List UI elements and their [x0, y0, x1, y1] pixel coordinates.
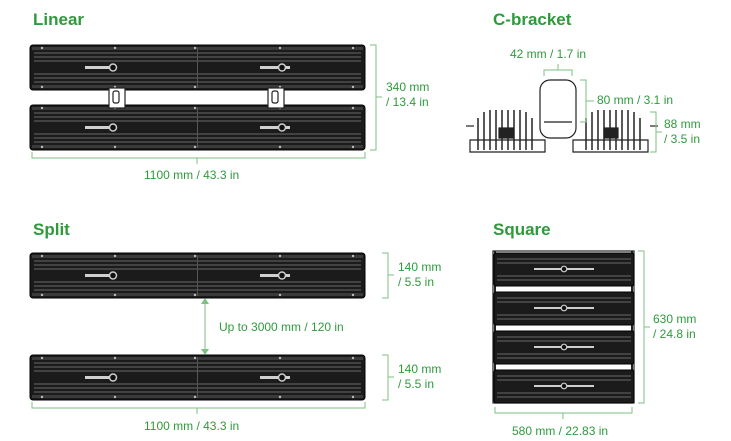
linear-width-label: 1100 mm / 43.3 in: [144, 168, 240, 182]
cbracket-drawing: [466, 79, 658, 153]
square-bar-1: [493, 252, 635, 287]
linear-bar-top: [29, 44, 366, 91]
cbracket-title: C-bracket: [493, 10, 572, 29]
square-bar-2: [493, 291, 635, 326]
square-height-label: 630 mm / 24.8 in: [653, 312, 697, 341]
split-gap-arrows: [201, 298, 209, 355]
linear-height-label: 340 mm / 13.4 in: [386, 80, 430, 109]
square-dimension-lines: [494, 250, 650, 419]
split-bar-top: [29, 252, 366, 299]
cbracket-dimension-lines: [543, 64, 662, 153]
square-drawing: [492, 250, 635, 404]
split-top-height-label: 140 mm / 5.5 in: [398, 260, 442, 289]
square-bar-4: [493, 369, 635, 404]
linear-brackets: [108, 87, 285, 109]
square-width-label: 580 mm / 22.83 in: [512, 424, 609, 438]
split-title: Split: [33, 220, 70, 239]
split-bar-bottom: [29, 354, 366, 401]
cbracket-height-label: 88 mm / 3.5 in: [664, 117, 701, 146]
linear-title: Linear: [33, 10, 85, 29]
linear-dimension-lines: [31, 44, 382, 164]
split-width-label: 1100 mm / 43.3 in: [144, 419, 240, 433]
linear-bar-bottom: [29, 104, 366, 151]
cbracket-right-label: 80 mm / 3.1 in: [597, 93, 674, 107]
square-title: Square: [493, 220, 551, 239]
split-gap-label: Up to 3000 mm / 120 in: [219, 320, 344, 334]
cbracket-top-label: 42 mm / 1.7 in: [510, 47, 587, 61]
split-dimension-lines: [31, 252, 394, 414]
split-bottom-height-label: 140 mm / 5.5 in: [398, 362, 442, 391]
square-bar-3: [493, 330, 635, 365]
